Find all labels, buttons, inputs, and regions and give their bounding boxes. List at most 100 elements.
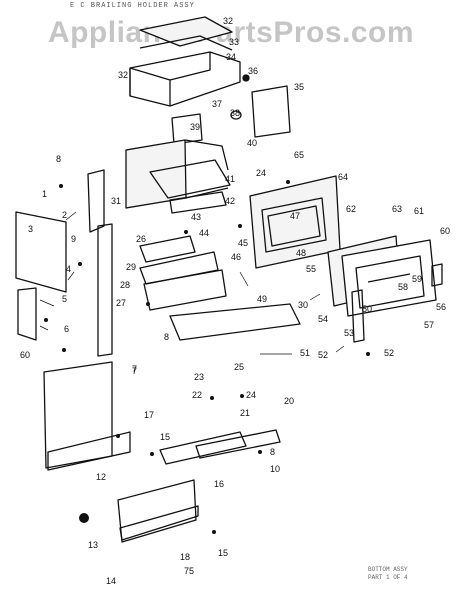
callout-32a: 32 <box>223 16 233 26</box>
callout-56a: 56 <box>436 302 446 312</box>
tray-20 <box>195 429 281 459</box>
rack-29 <box>139 251 219 285</box>
callout-35: 35 <box>294 82 304 92</box>
callout-26: 26 <box>136 234 146 244</box>
callout-48: 48 <box>296 248 306 258</box>
callout-1: 1 <box>42 189 47 199</box>
oven-door <box>249 175 341 269</box>
callout-45: 45 <box>238 238 248 248</box>
bracket-5 <box>17 287 37 341</box>
callout-37: 37 <box>212 99 222 109</box>
callout-62: 62 <box>346 204 356 214</box>
callout-16: 16 <box>214 479 224 489</box>
bottom-plate-50 <box>169 303 301 341</box>
callout-57: 57 <box>424 320 434 330</box>
callout-15a: 15 <box>160 432 170 442</box>
callout-8a: 8 <box>56 154 61 164</box>
part-60 <box>431 263 443 287</box>
part-36-knob <box>242 74 250 82</box>
callout-46: 46 <box>231 252 241 262</box>
front-panel-7 <box>43 361 113 469</box>
callout-21: 21 <box>240 408 250 418</box>
callout-49: 49 <box>257 294 267 304</box>
callout-24a: 24 <box>256 168 266 178</box>
callout-32b: 32 <box>118 70 128 80</box>
callout-12: 12 <box>96 472 106 482</box>
screws <box>44 180 370 534</box>
callout-30: 30 <box>298 300 308 310</box>
long-rail <box>97 223 113 357</box>
callout-44: 44 <box>199 228 209 238</box>
callout-39: 39 <box>190 122 200 132</box>
callout-27: 27 <box>116 298 126 308</box>
callout-61: 61 <box>414 206 424 216</box>
diagram-header: E C BRAILING HOLDER ASSY <box>70 2 195 10</box>
side-panel-3 <box>15 211 67 293</box>
rack-26 <box>139 235 196 263</box>
callout-60b: 60 <box>20 350 30 360</box>
plinth-18 <box>119 505 199 541</box>
burner-box <box>125 139 231 214</box>
callout-8c: 8 <box>270 447 275 457</box>
callout-4: 4 <box>66 264 71 274</box>
callout-23: 23 <box>194 372 204 382</box>
callout-56b: 50 <box>362 304 372 314</box>
rack-28 <box>143 269 227 311</box>
callout-58: 58 <box>398 282 408 292</box>
callout-22: 22 <box>192 390 202 400</box>
callout-17: 17 <box>144 410 154 420</box>
callout-42: 42 <box>225 196 235 206</box>
callout-41: 41 <box>225 174 235 184</box>
tray-21 <box>159 431 247 465</box>
handle-54 <box>351 289 365 343</box>
callout-40: 40 <box>247 138 257 148</box>
top-frame-part <box>129 16 241 107</box>
callout-13: 13 <box>88 540 98 550</box>
callout-52b: 52 <box>384 348 394 358</box>
callout-7a: 7 <box>132 366 137 376</box>
callout-10: 10 <box>270 464 280 474</box>
callout-5: 5 <box>62 294 67 304</box>
callout-6: 6 <box>64 324 69 334</box>
callout-14: 14 <box>106 576 116 586</box>
callout-2: 2 <box>62 210 67 220</box>
callout-33: 33 <box>229 37 239 47</box>
callout-54: 54 <box>318 314 328 324</box>
base-rail-12 <box>47 431 131 471</box>
footnote-line-2: PART 1 OF 4 <box>368 574 408 581</box>
callout-25: 25 <box>234 362 244 372</box>
panel-39 <box>171 113 203 145</box>
panel-35 <box>251 85 291 138</box>
callout-29: 29 <box>126 262 136 272</box>
callout-65: 65 <box>294 150 304 160</box>
callout-24b: 24 <box>246 390 256 400</box>
callout-31: 31 <box>111 196 121 206</box>
callout-18: 18 <box>180 552 190 562</box>
callout-59: 59 <box>412 274 422 284</box>
footnote: BOTTOM ASSY PART 1 OF 4 <box>368 566 408 582</box>
callout-63: 63 <box>392 204 402 214</box>
callout-7b: 7 <box>132 364 137 374</box>
callout-60a: 60 <box>440 226 450 236</box>
callout-47: 47 <box>290 211 300 221</box>
callout-3: 3 <box>28 224 33 234</box>
kick-panel-16 <box>117 479 197 543</box>
footnote-line-1: BOTTOM ASSY <box>368 566 408 573</box>
callout-9: 9 <box>71 234 76 244</box>
callout-43: 43 <box>191 212 201 222</box>
callout-34: 34 <box>226 52 236 62</box>
callout-55: 55 <box>306 264 316 274</box>
callout-53: 53 <box>344 328 354 338</box>
callout-75: 75 <box>184 566 194 576</box>
callout-64: 64 <box>338 172 348 182</box>
callout-38: 38 <box>230 108 240 118</box>
callout-52a: 52 <box>318 350 328 360</box>
callout-labels: 32 33 34 32 3 6 35 37 39 38 40 65 1 8 2 3… <box>20 16 450 586</box>
side-rail-2 <box>87 169 105 233</box>
callout-15b: 15 <box>218 548 228 558</box>
callout-51: 51 <box>300 348 310 358</box>
callout-20: 20 <box>284 396 294 406</box>
callout-28: 28 <box>120 280 130 290</box>
broiler-door <box>327 235 437 317</box>
